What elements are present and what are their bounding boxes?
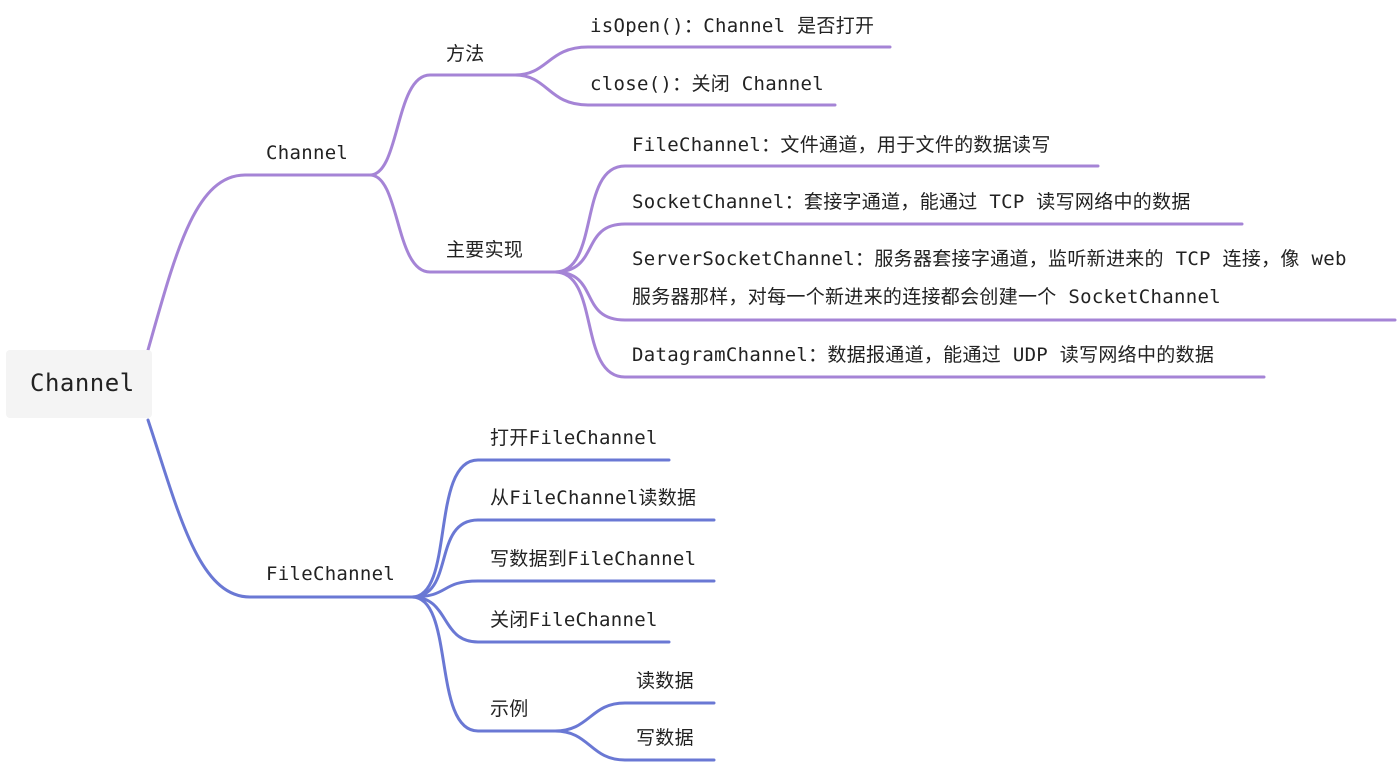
- node-fc-example[interactable]: 示例: [490, 698, 529, 720]
- node-impl-socketchannel[interactable]: SocketChannel：套接字通道，能通过 TCP 读写网络中的数据: [632, 191, 1191, 213]
- filechannel-branch-lines: [146, 418, 716, 762]
- connector-fc-read: [410, 518, 716, 599]
- node-main-impls[interactable]: 主要实现: [446, 239, 524, 261]
- connector-impls-filechannel: [553, 164, 1100, 274]
- connector-channel-methods: [368, 73, 517, 177]
- node-methods[interactable]: 方法: [446, 43, 485, 65]
- node-fc-open[interactable]: 打开FileChannel: [490, 427, 658, 449]
- node-fc-close[interactable]: 关闭FileChannel: [490, 609, 658, 631]
- connector-fc-open: [410, 458, 671, 599]
- connector-channel-impls: [368, 173, 557, 274]
- connector-impls-socketchannel: [553, 222, 1244, 274]
- node-isopen[interactable]: isOpen()：Channel 是否打开: [590, 15, 875, 37]
- node-impl-datagramchannel[interactable]: DatagramChannel：数据报通道，能通过 UDP 读写网络中的数据: [632, 344, 1215, 366]
- node-channel[interactable]: Channel: [266, 142, 349, 164]
- node-close[interactable]: close()：关闭 Channel: [590, 73, 824, 95]
- root-node-label: Channel: [30, 369, 135, 397]
- node-impl-serversocketchannel[interactable]: ServerSocketChannel：服务器套接字通道，监听新进来的 TCP …: [632, 248, 1347, 308]
- channel-branch-lines: [146, 45, 1397, 379]
- connector-impls-serversocketchannel: [553, 270, 1397, 322]
- connector-fc-example: [410, 595, 557, 733]
- connector-root-channel: [146, 173, 372, 352]
- connector-methods-isopen: [513, 45, 892, 77]
- node-example-read[interactable]: 读数据: [636, 670, 694, 692]
- node-example-write[interactable]: 写数据: [636, 727, 694, 749]
- node-fc-write[interactable]: 写数据到FileChannel: [490, 548, 697, 570]
- node-filechannel[interactable]: FileChannel: [266, 563, 396, 585]
- root-node[interactable]: [6, 350, 152, 418]
- connector-root-filechannel: [146, 418, 414, 599]
- node-fc-read[interactable]: 从FileChannel读数据: [490, 487, 697, 509]
- connector-methods-close: [513, 73, 837, 107]
- connector-impls-datagramchannel: [553, 270, 1266, 379]
- connector-example-read: [553, 701, 716, 733]
- connector-example-write: [553, 729, 716, 762]
- connector-fc-close: [410, 595, 671, 644]
- connector-fc-write: [410, 579, 716, 599]
- node-impl-filechannel[interactable]: FileChannel：文件通道，用于文件的数据读写: [632, 134, 1051, 156]
